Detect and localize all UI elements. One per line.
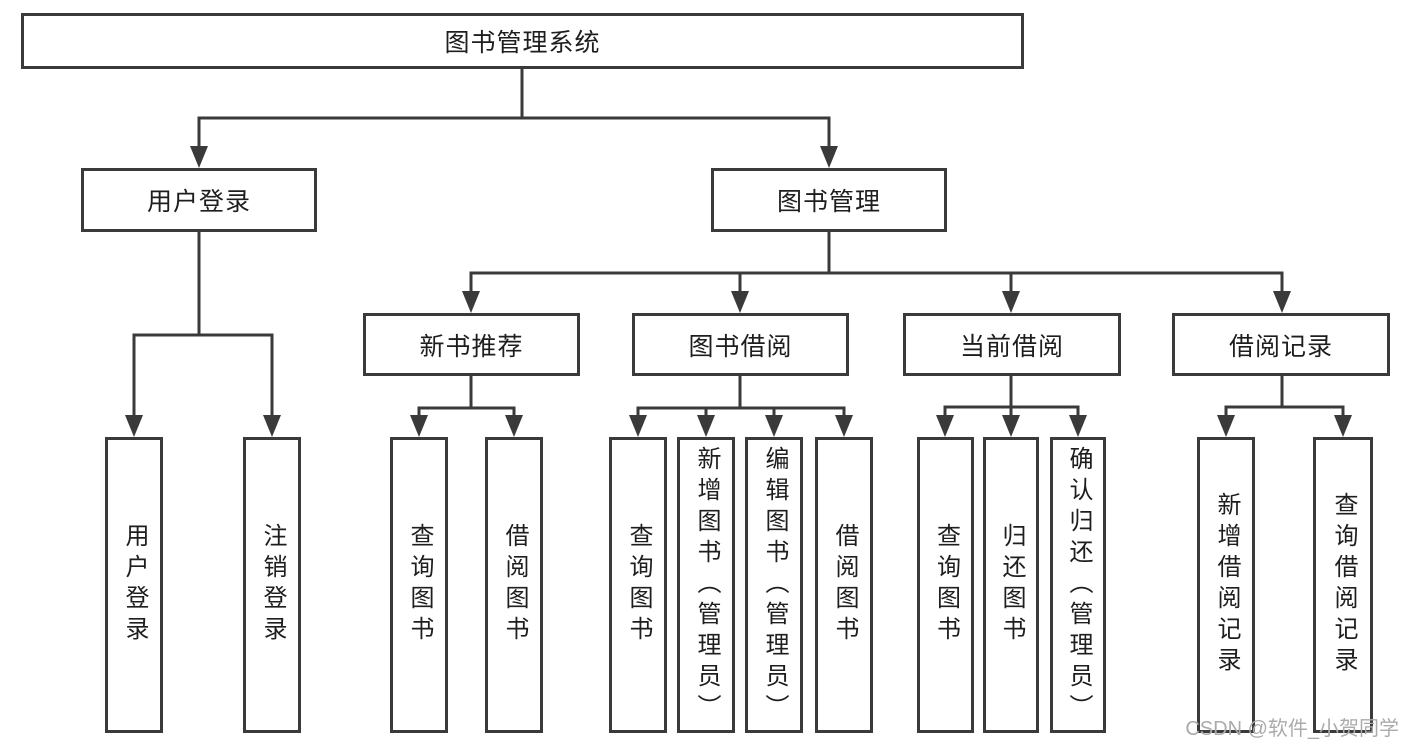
arrowhead-icon xyxy=(190,146,208,168)
arrowhead-icon xyxy=(1273,291,1291,313)
leaf-current-return-books: 归还图书 xyxy=(983,437,1039,733)
arrowhead-icon xyxy=(505,415,523,437)
arrowhead-icon xyxy=(410,415,428,437)
arrowhead-icon xyxy=(697,415,715,437)
leaf-borrow-query-books-label: 查询图书 xyxy=(625,523,652,647)
arrowhead-icon xyxy=(462,291,480,313)
leaf-user-login-label: 用户登录 xyxy=(121,523,148,647)
node-current-borrowing: 当前借阅 xyxy=(903,313,1121,376)
node-borrow-records-label: 借阅记录 xyxy=(1228,332,1333,361)
leaf-records-add-borrow-record-label: 新增借阅记录 xyxy=(1213,492,1240,678)
leaf-current-return-books-label: 归还图书 xyxy=(998,523,1025,647)
node-book-management-label: 图书管理 xyxy=(776,188,881,216)
leaf-newbook-borrow-books: 借阅图书 xyxy=(485,437,543,733)
arrowhead-icon xyxy=(263,415,281,437)
arrowhead-icon xyxy=(1217,415,1235,437)
arrowhead-icon xyxy=(1334,415,1352,437)
leaf-borrow-edit-books-admin-label: 编辑图书（管理员） xyxy=(761,445,788,725)
node-book-borrowing: 图书借阅 xyxy=(632,313,849,376)
leaf-records-query-borrow-record: 查询借阅记录 xyxy=(1313,437,1373,733)
node-new-book-recommend-label: 新书推荐 xyxy=(419,332,524,361)
arrowhead-icon xyxy=(936,415,954,437)
leaf-user-login: 用户登录 xyxy=(105,437,163,733)
leaf-logout-label: 注销登录 xyxy=(259,523,286,647)
leaf-borrow-query-books: 查询图书 xyxy=(609,437,667,733)
node-library-system: 图书管理系统 xyxy=(21,13,1024,69)
node-book-management: 图书管理 xyxy=(711,168,947,232)
leaf-borrow-borrow-books-label: 借阅图书 xyxy=(831,523,858,647)
arrowhead-icon xyxy=(1002,291,1020,313)
leaf-current-confirm-return-admin: 确认归还（管理员） xyxy=(1050,437,1106,733)
arrowhead-icon xyxy=(765,415,783,437)
leaf-borrow-edit-books-admin: 编辑图书（管理员） xyxy=(745,437,803,733)
leaf-records-query-borrow-record-label: 查询借阅记录 xyxy=(1330,492,1357,678)
node-library-system-label: 图书管理系统 xyxy=(444,29,601,57)
leaf-borrow-add-books-admin: 新增图书（管理员） xyxy=(677,437,735,733)
csdn-watermark: CSDN @软件_小贺同学 xyxy=(1185,718,1399,740)
node-new-book-recommend: 新书推荐 xyxy=(363,313,580,376)
leaf-current-confirm-return-admin-label: 确认归还（管理员） xyxy=(1065,445,1092,725)
node-book-borrowing-label: 图书借阅 xyxy=(688,332,793,361)
leaf-borrow-add-books-admin-label: 新增图书（管理员） xyxy=(693,445,720,725)
leaf-newbook-borrow-books-label: 借阅图书 xyxy=(501,523,528,647)
leaf-records-add-borrow-record: 新增借阅记录 xyxy=(1197,437,1255,733)
arrowhead-icon xyxy=(820,146,838,168)
arrowhead-icon xyxy=(731,291,749,313)
leaf-newbook-query-books: 查询图书 xyxy=(390,437,448,733)
arrowhead-icon xyxy=(1069,415,1087,437)
arrowhead-icon xyxy=(125,415,143,437)
leaf-borrow-borrow-books: 借阅图书 xyxy=(815,437,873,733)
leaf-current-query-books-label: 查询图书 xyxy=(932,523,960,647)
node-current-borrowing-label: 当前借阅 xyxy=(959,332,1064,361)
node-user-login-label: 用户登录 xyxy=(146,188,251,216)
arrowhead-icon xyxy=(629,415,647,437)
node-user-login: 用户登录 xyxy=(81,168,317,232)
leaf-newbook-query-books-label: 查询图书 xyxy=(406,523,433,647)
leaf-current-query-books: 查询图书 xyxy=(917,437,974,733)
node-borrow-records: 借阅记录 xyxy=(1172,313,1390,376)
leaf-logout: 注销登录 xyxy=(243,437,301,733)
arrowhead-icon xyxy=(835,415,853,437)
arrowhead-icon xyxy=(1002,415,1020,437)
